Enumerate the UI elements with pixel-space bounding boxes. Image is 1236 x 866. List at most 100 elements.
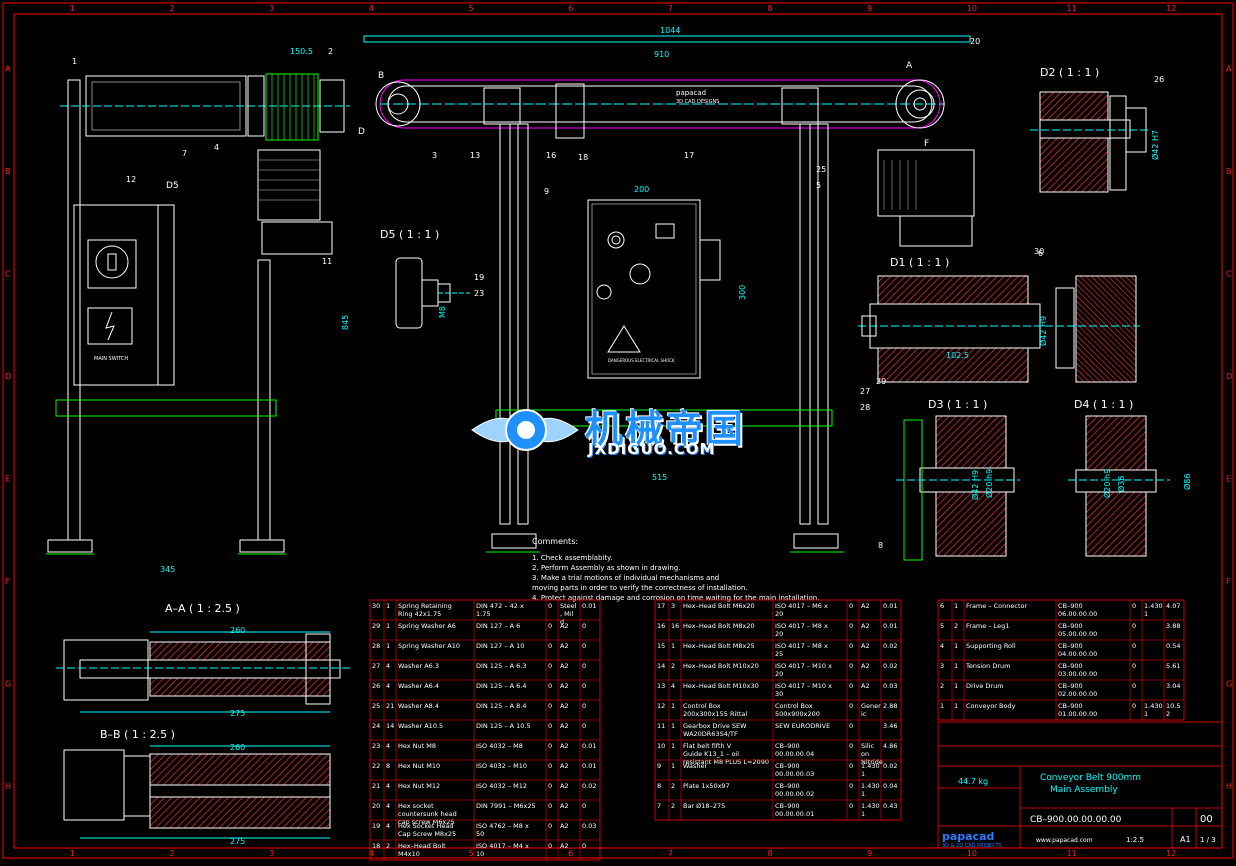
bom-cell: CB–900 <box>775 802 800 810</box>
balloon-2: 2 <box>328 47 333 56</box>
bom-cell: ISO 4017 – M8 x <box>775 622 828 630</box>
bom-cell: 0 <box>849 622 853 630</box>
bom-cell: 00.00.00.03 <box>775 770 814 778</box>
dim-d36: Ø36 <box>1116 476 1126 492</box>
bom-cell: DIN 7991 – M6x25 <box>476 802 536 810</box>
bom-cell: SEW EURODRIVE <box>775 722 830 730</box>
bom-cell: countersunk head <box>398 810 457 818</box>
bom-cell: 0 <box>548 702 552 710</box>
bom-cell: 0 <box>548 622 552 630</box>
bom-cell: 28 <box>372 642 380 650</box>
bom-cell: CB–900 <box>775 782 800 790</box>
bom-cell: cap screw M6x25 <box>398 818 454 826</box>
bom-cell: A2 <box>861 642 870 650</box>
bom-cell: 21 <box>386 702 394 710</box>
bom-cell: 1.430 <box>861 802 880 810</box>
dim-m8: M8 <box>438 306 447 318</box>
bom-cell: Washer A6.4 <box>398 682 439 690</box>
grid-col-label: 7 <box>668 4 673 13</box>
comment-1: 1. Check assemblabity. <box>532 554 613 562</box>
dim-102: 102.5 <box>946 351 969 360</box>
bom-cell: A2 <box>560 742 569 750</box>
sec-d-mark: D <box>358 127 365 137</box>
bom-cell: on <box>861 750 869 758</box>
bom-cell: 17 <box>657 602 665 610</box>
balloon-26: 26 <box>1154 75 1164 84</box>
bom-cell: 0 <box>548 602 552 610</box>
bom-cell: 0.03 <box>883 682 897 690</box>
sec-f-mark: F <box>924 139 929 149</box>
bom-cell: A2 <box>560 642 569 650</box>
balloon-11: 11 <box>322 257 332 266</box>
bom-cell: 0 <box>1132 622 1136 630</box>
bom-cell: 0 <box>548 782 552 790</box>
bom-cell: CB–900 <box>775 762 800 770</box>
comments-title: Comments: <box>532 537 578 546</box>
title-block-text: 44.7 kg Conveyor Belt 900mm Main Assembl… <box>942 773 1216 849</box>
dim-300: 300 <box>738 285 747 300</box>
tb-mass: 44.7 kg <box>958 777 988 786</box>
bom-cell: 3.88 <box>1166 622 1180 630</box>
bom-cell: 3.04 <box>1166 682 1180 690</box>
bom-cell: DIN 125 – A 10.5 <box>476 722 531 730</box>
bom-cell: 0 <box>548 742 552 750</box>
bom-cell: 0.02 <box>582 782 596 790</box>
bom-cell: A2 <box>560 662 569 670</box>
bom-cell: 1.75 <box>476 610 490 618</box>
tb-sheet: 1 / 3 <box>1200 836 1216 844</box>
dim-1044: 1044 <box>660 26 680 35</box>
bom-cell: 0 <box>849 782 853 790</box>
grid-col-label: 6 <box>568 849 573 858</box>
dim-d42: Ø42 H7 <box>1150 130 1160 160</box>
bom-cell: 13 <box>657 682 665 690</box>
bom-cell: Supporting Roll <box>966 642 1016 650</box>
bom-cell: ISO 4017 – M6 x <box>775 602 828 610</box>
bom-cell: 0 <box>849 702 853 710</box>
bom-cell: 6 <box>940 602 944 610</box>
grid-row-label: E <box>5 474 10 483</box>
bom-cell: 1 <box>861 790 865 798</box>
bom-cell: 1 <box>954 662 958 670</box>
bom-cell: A2 <box>560 762 569 770</box>
grid-col-label: 7 <box>668 849 673 858</box>
bom-cell: 0 <box>548 842 552 850</box>
bom-cell: 0.01 <box>582 602 596 610</box>
grid-col-label: 9 <box>867 849 872 858</box>
balloon-20: 20 <box>970 37 980 46</box>
balloon-6: 6 <box>1038 249 1043 258</box>
sec-b-mark: B <box>378 71 384 81</box>
bom-cell: Hex socket <box>398 802 434 810</box>
balloon-1: 1 <box>72 57 77 66</box>
bom-cell: d <box>560 618 564 626</box>
bom-cell: Hex Nut M10 <box>398 762 440 770</box>
bom-cell: 1 <box>386 602 390 610</box>
bom-cell: 02.00.00.00 <box>1058 690 1097 698</box>
bom-cell: ISO 4017 – M10 x <box>775 682 832 690</box>
bom-cell: 0 <box>849 762 853 770</box>
section-bb <box>63 745 331 839</box>
bom-cell: 1 <box>940 702 944 710</box>
bom-cell: Control Box <box>683 702 721 710</box>
bom-cell: Spring Retaining <box>398 602 452 610</box>
label-d5-small: D5 <box>166 181 179 191</box>
bom-cell: 3.46 <box>883 722 897 730</box>
tb-company-sub: 3D & 2D CAD PROJECTS <box>942 843 1002 849</box>
bom-cell: 4.86 <box>883 742 897 750</box>
bom-cell: 26 <box>372 682 380 690</box>
side-view <box>46 73 350 555</box>
bom-cell: Washer A6.3 <box>398 662 439 670</box>
bom-cell: 19 <box>372 822 380 830</box>
bom-cell: 2 <box>940 682 944 690</box>
comment-3: 3. Make a trial motions of individual me… <box>532 574 719 582</box>
bom-cell: A2 <box>861 602 870 610</box>
bom-cell: 9 <box>657 762 661 770</box>
bom-cell: 2.88 <box>883 702 897 710</box>
grid-row-label: B <box>1226 167 1232 176</box>
bom-cell: 4 <box>386 782 390 790</box>
bom-cell: 0.01 <box>883 622 897 630</box>
bom-cell: Ring 42x1.75 <box>398 610 441 618</box>
